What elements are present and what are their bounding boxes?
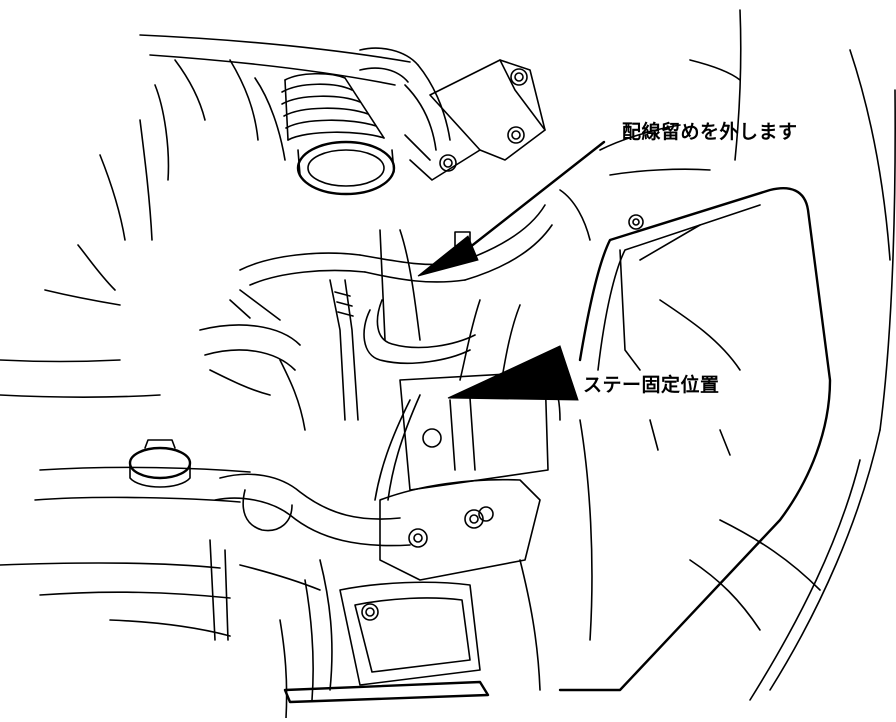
right-fender-lines xyxy=(559,9,896,701)
bottom-plate xyxy=(279,559,541,719)
lower-bracket xyxy=(379,478,541,581)
upper-hose xyxy=(359,47,451,151)
radiator-cap xyxy=(128,439,192,488)
stay-position-callout: ステー固定位置 xyxy=(583,374,720,396)
wiring-clip-arrow xyxy=(417,140,606,277)
top-bracket xyxy=(404,59,546,181)
stay-bracket xyxy=(374,371,561,501)
intake-bellows xyxy=(281,72,396,196)
upper-body-lines xyxy=(0,34,411,399)
wiring-clip-callout: 配線留めを外します xyxy=(622,121,798,143)
lower-frame xyxy=(0,466,411,641)
stay-position-arrow xyxy=(447,345,579,401)
headlight-housing xyxy=(558,187,832,692)
center-structure xyxy=(199,204,553,431)
